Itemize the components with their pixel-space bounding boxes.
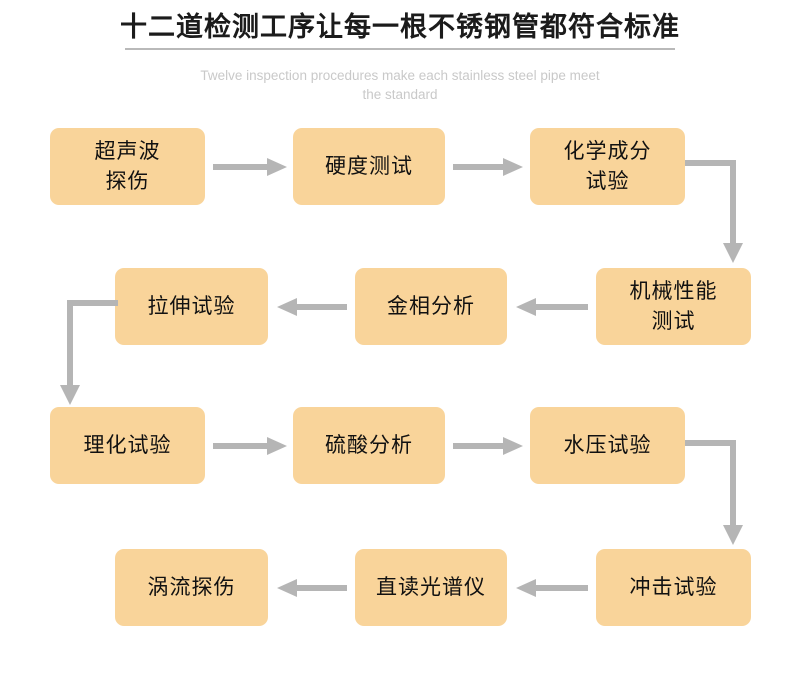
flow-step-box[interactable]: 硬度测试 <box>293 128 445 205</box>
flow-step-box[interactable]: 水压试验 <box>530 407 685 484</box>
arrow-elbow-left-down-icon <box>60 295 120 407</box>
flow-step-box[interactable]: 超声波 探伤 <box>50 128 205 205</box>
flow-step-box[interactable]: 金相分析 <box>355 268 507 345</box>
arrow-left-icon <box>277 296 347 318</box>
arrow-left-icon <box>516 577 588 599</box>
flow-step-box[interactable]: 化学成分 试验 <box>530 128 685 205</box>
page-title: 十二道检测工序让每一根不锈钢管都符合标准 <box>120 12 680 42</box>
title-underline-divider <box>125 48 675 50</box>
flow-step-box[interactable]: 理化试验 <box>50 407 205 484</box>
arrow-right-icon <box>213 156 287 178</box>
arrow-left-icon <box>516 296 588 318</box>
arrow-elbow-right-down-icon <box>685 435 747 547</box>
arrow-right-icon <box>453 156 523 178</box>
flow-step-box[interactable]: 机械性能 测试 <box>596 268 751 345</box>
flow-step-box[interactable]: 涡流探伤 <box>115 549 268 626</box>
arrow-right-icon <box>213 435 287 457</box>
flow-step-box[interactable]: 硫酸分析 <box>293 407 445 484</box>
flow-step-box[interactable]: 直读光谱仪 <box>355 549 507 626</box>
arrow-left-icon <box>277 577 347 599</box>
flow-step-box[interactable]: 冲击试验 <box>596 549 751 626</box>
arrow-right-icon <box>453 435 523 457</box>
arrow-elbow-right-down-icon <box>685 155 747 265</box>
header: 十二道检测工序让每一根不锈钢管都符合标准 Twelve inspection p… <box>0 0 800 115</box>
page-subtitle: Twelve inspection procedures make each s… <box>200 68 600 102</box>
flow-step-box[interactable]: 拉伸试验 <box>115 268 268 345</box>
